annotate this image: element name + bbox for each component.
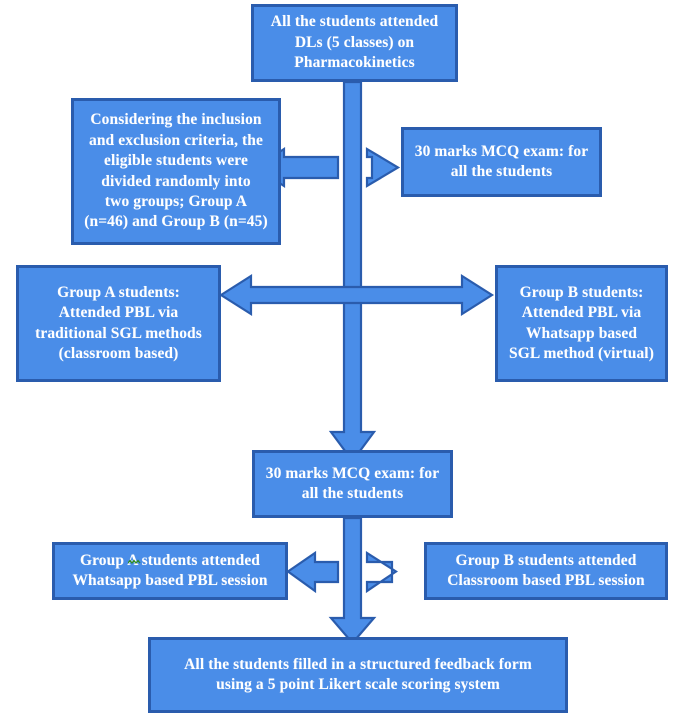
node-label: All the students filled in a structured …	[184, 655, 532, 693]
arrow-left-branch-groupa-whatsapp	[286, 550, 340, 594]
node-label: 30 marks MCQ exam: for all the students	[414, 142, 589, 180]
node-group-a-pbl-traditional: Group A students: Attended PBL via tradi…	[16, 265, 221, 382]
node-feedback-form: All the students filled in a structured …	[148, 637, 568, 713]
node-group-b-crossover-classroom: Group B students attended Classroom base…	[424, 542, 668, 600]
node-mcq-exam-post: 30 marks MCQ exam: for all the students	[252, 450, 453, 518]
node-mcq-exam-pre: 30 marks MCQ exam: for all the students	[401, 127, 602, 197]
node-all-students-attended-dls: All the students attended DLs (5 classes…	[251, 4, 458, 82]
node-group-b-pbl-whatsapp: Group B students: Attended PBL via Whats…	[495, 265, 668, 382]
node-group-a-crossover-whatsapp: Group A students attended Whatsapp based…	[52, 542, 288, 600]
node-label: Group B students attended Classroom base…	[447, 551, 645, 589]
arrow-down-trunk-upper	[328, 80, 377, 463]
node-label: Group A students attended Whatsapp based…	[72, 551, 268, 589]
node-label: Considering the inclusion and exclusion …	[84, 111, 268, 231]
node-inclusion-exclusion-criteria: Considering the inclusion and exclusion …	[71, 98, 281, 245]
arrow-double-horizontal-split	[218, 274, 495, 316]
arrow-right-branch-mcq1	[365, 147, 401, 188]
arrow-right-branch-groupb-classroom	[365, 550, 399, 594]
node-label: Group B students: Attended PBL via Whats…	[509, 283, 654, 362]
node-label: Group A students: Attended PBL via tradi…	[35, 283, 202, 362]
arrow-down-trunk-lower	[328, 516, 377, 645]
node-label: All the students attended DLs (5 classes…	[270, 13, 439, 72]
node-label: 30 marks MCQ exam: for all the students	[265, 464, 440, 502]
